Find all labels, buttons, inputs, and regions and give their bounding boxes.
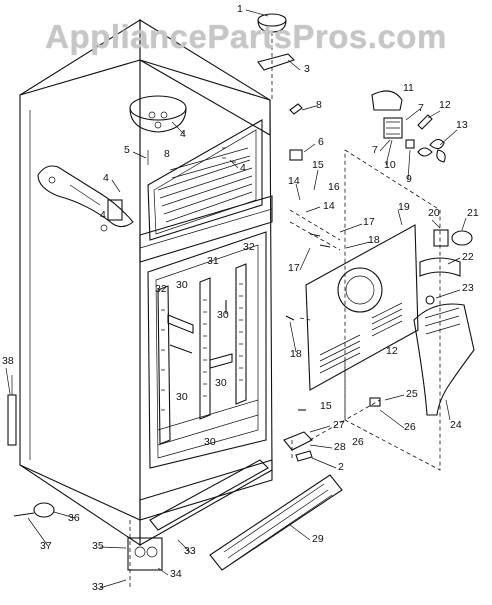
light-housing-top [129,95,187,133]
callout-27: 27 [333,419,345,431]
small-parts-top [147,103,303,165]
callout-26a: 26 [404,421,416,433]
callout-4c: 4 [103,172,109,184]
callout-7a: 7 [418,102,424,114]
side-bracket-assembly [37,165,134,232]
callout-10: 10 [384,159,396,171]
bottom-hinge [283,397,381,462]
callout-33a: 33 [184,545,196,557]
callout-16: 16 [328,181,340,193]
callout-30d: 30 [176,391,188,403]
callout-9: 9 [406,173,412,185]
callout-4d: 4 [100,209,106,221]
callout-labels: 1 3 4 4 4 4 5 6 7 7 8 8 9 10 11 12 12 13… [2,3,479,593]
callout-32b: 32 [243,241,255,253]
callout-15a: 15 [312,159,324,171]
callout-22: 22 [462,251,474,263]
callout-21: 21 [467,207,479,219]
callout-30b: 30 [217,309,229,321]
callout-35: 35 [92,540,104,552]
callout-8a: 8 [316,99,322,111]
shelf-ladder-rails [157,263,247,445]
callout-18a: 18 [368,234,380,246]
callout-24: 24 [450,419,462,431]
callout-30a: 30 [176,279,188,291]
callout-4a: 4 [180,128,186,140]
callout-5: 5 [124,144,130,156]
callout-19: 19 [398,201,410,213]
callout-18b: 18 [290,348,302,360]
callout-leaders [5,9,467,589]
callout-34: 34 [170,568,182,580]
top-hinge-assembly [257,13,296,100]
callout-30e: 30 [204,436,216,448]
callout-25: 25 [406,388,418,400]
screws [285,233,331,411]
callout-33b: 33 [92,581,104,593]
callout-3: 3 [304,63,310,75]
callout-17b: 17 [288,262,300,274]
callout-26b: 26 [352,436,364,448]
evaporator-fan-motor [371,90,446,163]
callout-29: 29 [312,533,324,545]
callout-30c: 30 [215,377,227,389]
callout-14b: 14 [323,200,335,212]
callout-17a: 17 [363,216,375,228]
callout-38: 38 [2,355,14,367]
roller-bracket [127,520,163,590]
light-bulb-socket [419,229,473,277]
callout-20: 20 [428,207,440,219]
callout-8b: 8 [164,148,170,160]
callout-28: 28 [334,441,346,453]
leveling-leg [13,502,55,518]
refrigerator-cabinet [7,19,273,547]
callout-32a: 32 [155,283,167,295]
toe-grille [149,459,343,571]
callout-4b: 4 [240,162,246,174]
callout-12b: 12 [386,345,398,357]
callout-31: 31 [207,255,219,267]
callout-6: 6 [318,136,324,148]
callout-7b: 7 [372,144,378,156]
callout-14a: 14 [288,175,300,187]
callout-12a: 12 [439,99,451,111]
callout-13: 13 [456,119,468,131]
light-shield-24 [413,295,475,416]
callout-15b: 15 [320,400,332,412]
callout-2: 2 [338,461,344,473]
callout-1: 1 [237,3,243,15]
callout-11: 11 [403,82,414,94]
callout-23: 23 [462,282,474,294]
evaporator-cover-panel [305,224,419,391]
callout-37: 37 [40,540,52,552]
